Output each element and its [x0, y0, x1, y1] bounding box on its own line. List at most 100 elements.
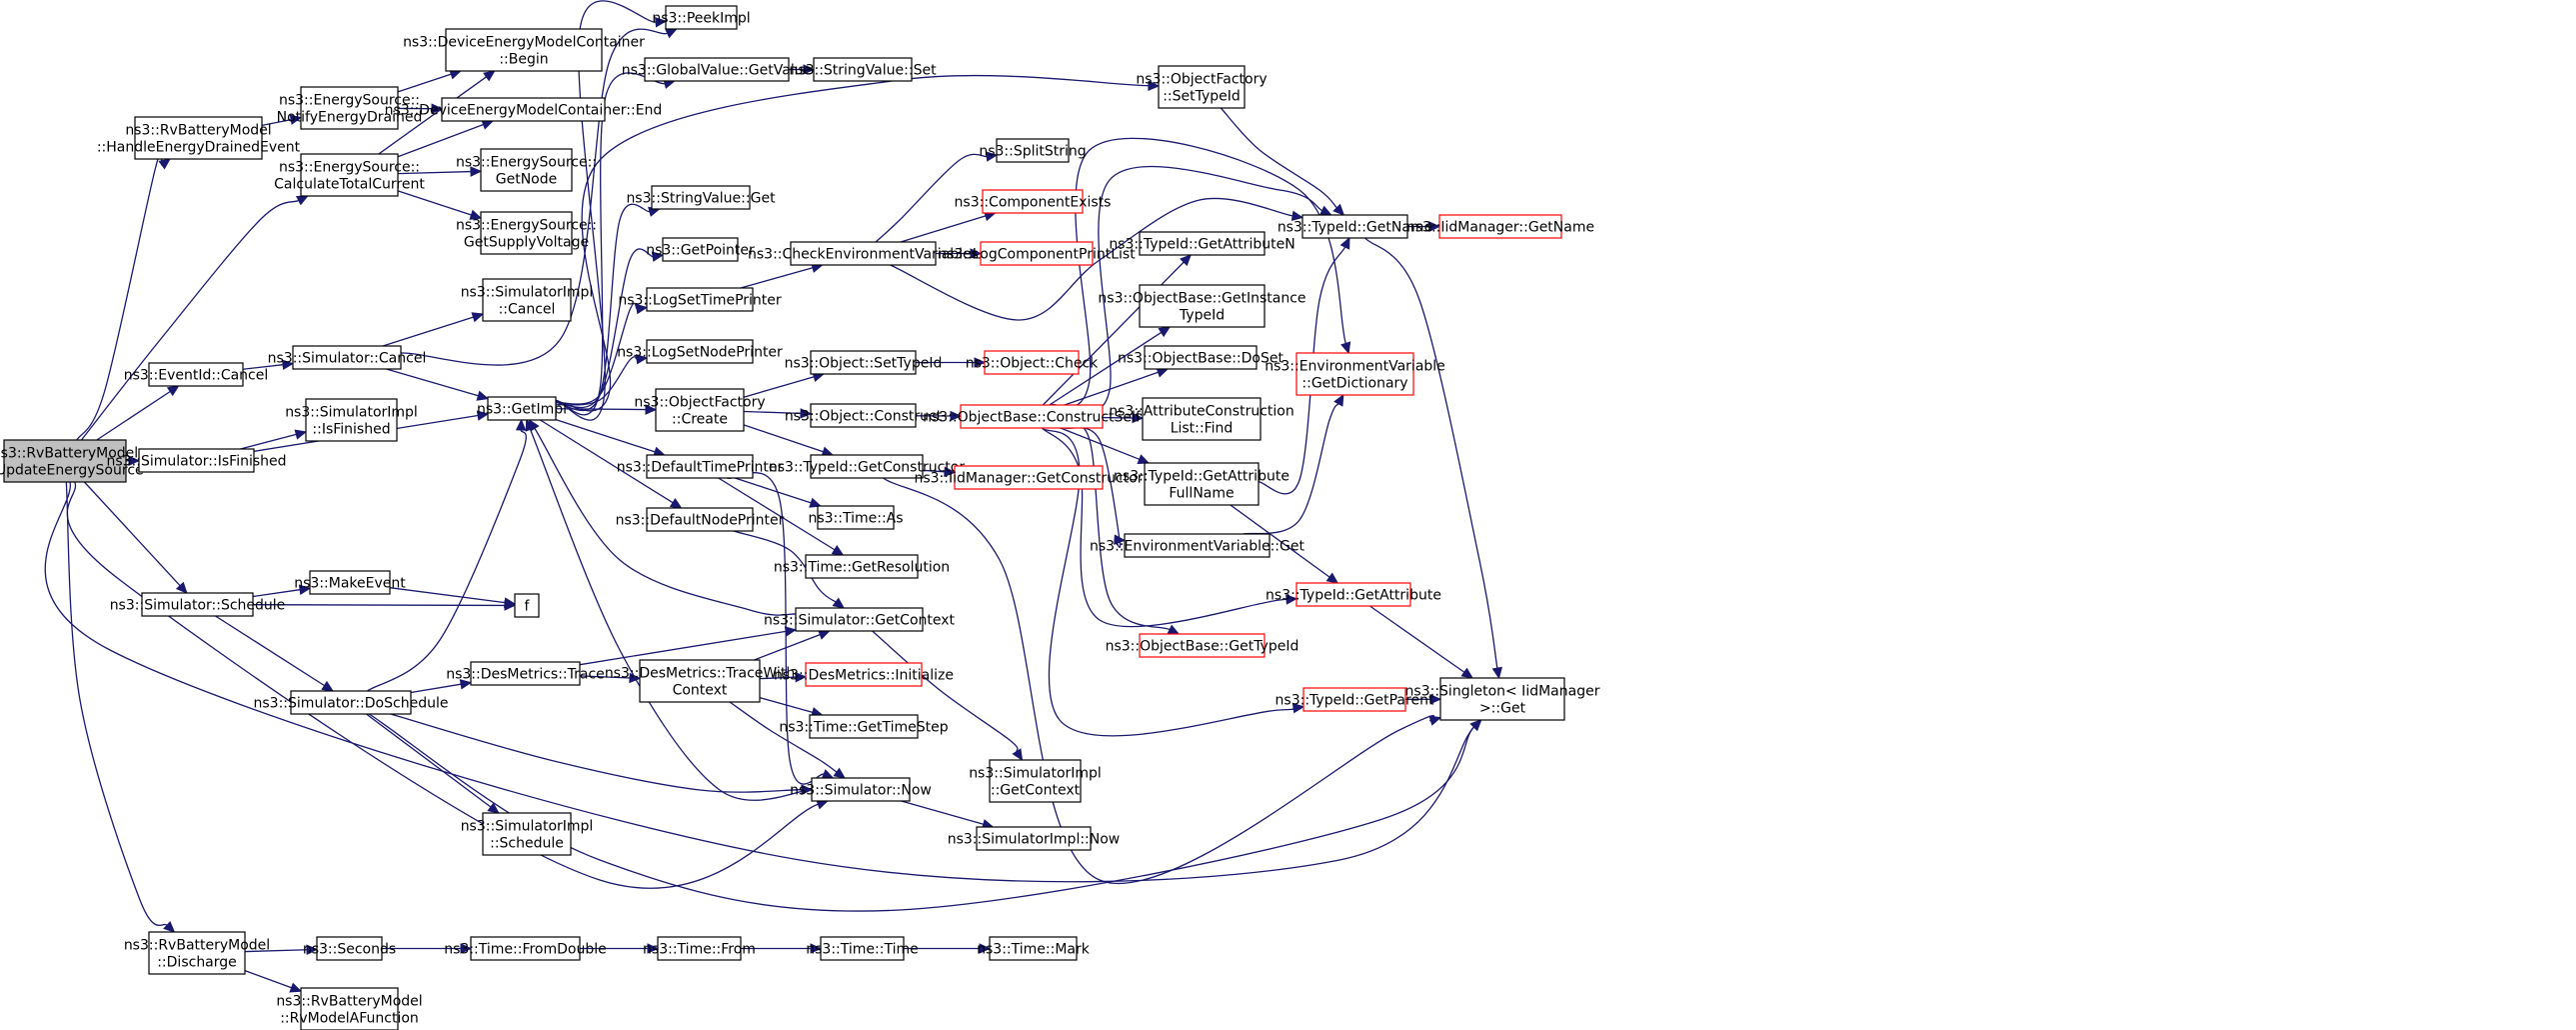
node-es-get-node[interactable]: ns3::EnergySource::GetNode: [456, 148, 597, 192]
node-box[interactable]: [662, 237, 739, 262]
node-box[interactable]: [470, 936, 581, 961]
node-typeid-getconstructor[interactable]: ns3::TypeId::GetConstructor: [769, 454, 965, 479]
node-defaulttimeprinter[interactable]: ns3::DefaultTimePrinter: [617, 454, 784, 479]
node-obj-settypeid[interactable]: ns3::Object::SetTypeId: [785, 350, 943, 375]
node-seconds[interactable]: ns3::Seconds: [303, 936, 396, 961]
node-box[interactable]: [1295, 582, 1411, 607]
node-time-fromdouble[interactable]: ns3::Time::FromDouble: [444, 936, 607, 961]
node-time-time[interactable]: ns3::Time::Time: [806, 936, 919, 961]
node-time-mark[interactable]: ns3::Time::Mark: [977, 936, 1091, 961]
node-makeevent[interactable]: ns3::MakeEvent: [294, 570, 406, 595]
node-box[interactable]: [809, 714, 919, 739]
node-peekimpl[interactable]: ns3::PeekImpl: [652, 5, 751, 30]
node-box[interactable]: [639, 659, 761, 703]
node-checkenv[interactable]: ns3::CheckEnvironmentVariables: [748, 241, 979, 266]
node-box[interactable]: [820, 936, 905, 961]
node-box[interactable]: [300, 987, 399, 1030]
node-typeid-getparent[interactable]: ns3::TypeId::GetParent: [1276, 687, 1434, 712]
node-box[interactable]: [655, 388, 745, 432]
node-desmetrics-trace[interactable]: ns3::DesMetrics::Trace: [446, 661, 605, 686]
node-of-settypeid[interactable]: ns3::ObjectFactory::SetTypeId: [1136, 65, 1268, 109]
node-box[interactable]: [305, 398, 398, 442]
node-iidmgr-getconstructor[interactable]: ns3::IidManager::GetConstructor: [914, 465, 1144, 490]
node-componentexists[interactable]: ns3::ComponentExists: [955, 189, 1112, 214]
node-box[interactable]: [810, 350, 917, 375]
node-box[interactable]: [980, 241, 1094, 266]
node-splitstring[interactable]: ns3::SplitString: [979, 138, 1087, 163]
node-eventid-cancel[interactable]: ns3::EventId::Cancel: [124, 362, 269, 387]
node-obj-construct[interactable]: ns3::Object::Construct: [785, 403, 943, 428]
node-demc-end[interactable]: ns3::DeviceEnergyModelContainer::End: [385, 97, 663, 122]
node-typeid-getattributen[interactable]: ns3::TypeId::GetAttributeN: [1109, 231, 1295, 256]
node-box[interactable]: [665, 5, 738, 30]
node-typeid-getname[interactable]: ns3::TypeId::GetName: [1278, 214, 1432, 239]
node-box[interactable]: [480, 148, 573, 192]
node-objbase-doset[interactable]: ns3::ObjectBase::DoSet: [1118, 345, 1284, 370]
node-singleton-get[interactable]: ns3::Singleton< IidManager>::Get: [1405, 677, 1600, 721]
node-sim-getcontext[interactable]: ns3::Simulator::GetContext: [764, 607, 956, 632]
node-objbase-constructself[interactable]: ns3::ObjectBase::ConstructSelf: [923, 404, 1142, 429]
node-sv-set[interactable]: ns3::StringValue::Set: [789, 57, 937, 82]
node-box[interactable]: [1144, 345, 1258, 370]
node-typeid-getattribute[interactable]: ns3::TypeId::GetAttribute: [1266, 582, 1441, 607]
node-box[interactable]: [148, 931, 246, 975]
node-getpointer[interactable]: ns3::GetPointer: [646, 237, 755, 262]
node-box[interactable]: [1438, 214, 1562, 239]
node-box[interactable]: [487, 396, 557, 421]
node-box[interactable]: [141, 592, 254, 617]
node-box[interactable]: [646, 339, 754, 364]
node-box[interactable]: [1301, 214, 1408, 239]
node-box[interactable]: [810, 454, 924, 479]
node-box[interactable]: [811, 777, 911, 802]
node-box[interactable]: [480, 211, 573, 255]
node-box[interactable]: [138, 448, 255, 473]
node-logsettimeprinter[interactable]: ns3::LogSetTimePrinter: [618, 287, 782, 312]
node-simimpl-now[interactable]: ns3::SimulatorImpl::Now: [948, 826, 1121, 851]
node-box[interactable]: [441, 97, 606, 122]
node-box[interactable]: [1158, 65, 1246, 109]
node-iidmgr-getname[interactable]: ns3::IidManager::GetName: [1406, 214, 1594, 239]
node-simimpl-cancel[interactable]: ns3::SimulatorImpl::Cancel: [461, 278, 594, 322]
node-box[interactable]: [134, 116, 263, 160]
node-box[interactable]: [1439, 677, 1565, 721]
node-box[interactable]: [813, 57, 913, 82]
node-box[interactable]: [1302, 687, 1406, 712]
node-handle-energy-drained[interactable]: ns3::RvBatteryModel::HandleEnergyDrained…: [97, 116, 301, 160]
node-box[interactable]: [1124, 533, 1271, 558]
node-defaultnodeprinter[interactable]: ns3::DefaultNodePrinter: [616, 507, 785, 532]
node-box[interactable]: [790, 241, 937, 266]
node-sim-isfinished[interactable]: ns3::Simulator::IsFinished: [106, 448, 287, 473]
node-box[interactable]: [1139, 284, 1266, 328]
node-time-as[interactable]: ns3::Time::As: [808, 505, 904, 530]
node-box[interactable]: [646, 507, 754, 532]
node-box[interactable]: [646, 287, 754, 312]
node-demc-begin[interactable]: ns3::DeviceEnergyModelContainer::Begin: [403, 28, 645, 72]
node-box[interactable]: [982, 189, 1084, 214]
node-box[interactable]: [960, 404, 1104, 429]
node-envvar-get[interactable]: ns3::EnvironmentVariable::Get: [1090, 533, 1304, 558]
node-box[interactable]: [810, 403, 917, 428]
node-box[interactable]: [644, 57, 790, 82]
node-box[interactable]: [292, 345, 402, 370]
node-box[interactable]: [300, 86, 399, 130]
node-box[interactable]: [805, 662, 923, 687]
node-box[interactable]: [954, 465, 1104, 490]
node-box[interactable]: [651, 185, 751, 210]
node-box[interactable]: [795, 607, 924, 632]
node-rv-discharge[interactable]: ns3::RvBatteryModel::Discharge: [124, 931, 270, 975]
node-es-get-supply-voltage[interactable]: ns3::EnergySource::GetSupplyVoltage: [456, 211, 597, 255]
node-box[interactable]: [805, 554, 919, 579]
node-f[interactable]: f: [514, 593, 540, 618]
node-box[interactable]: [300, 153, 399, 197]
node-notify-energy-drained[interactable]: ns3::EnergySource::NotifyEnergyDrained: [277, 86, 423, 130]
node-objbase-gettypeid[interactable]: ns3::ObjectBase::GetTypeId: [1106, 633, 1299, 658]
node-box[interactable]: [1295, 352, 1414, 396]
node-time-gettimestep[interactable]: ns3::Time::GetTimeStep: [779, 714, 949, 739]
node-simimpl-getcontext[interactable]: ns3::SimulatorImpl::GetContext: [969, 759, 1102, 803]
node-box[interactable]: [148, 362, 244, 387]
node-box[interactable]: [984, 350, 1080, 375]
